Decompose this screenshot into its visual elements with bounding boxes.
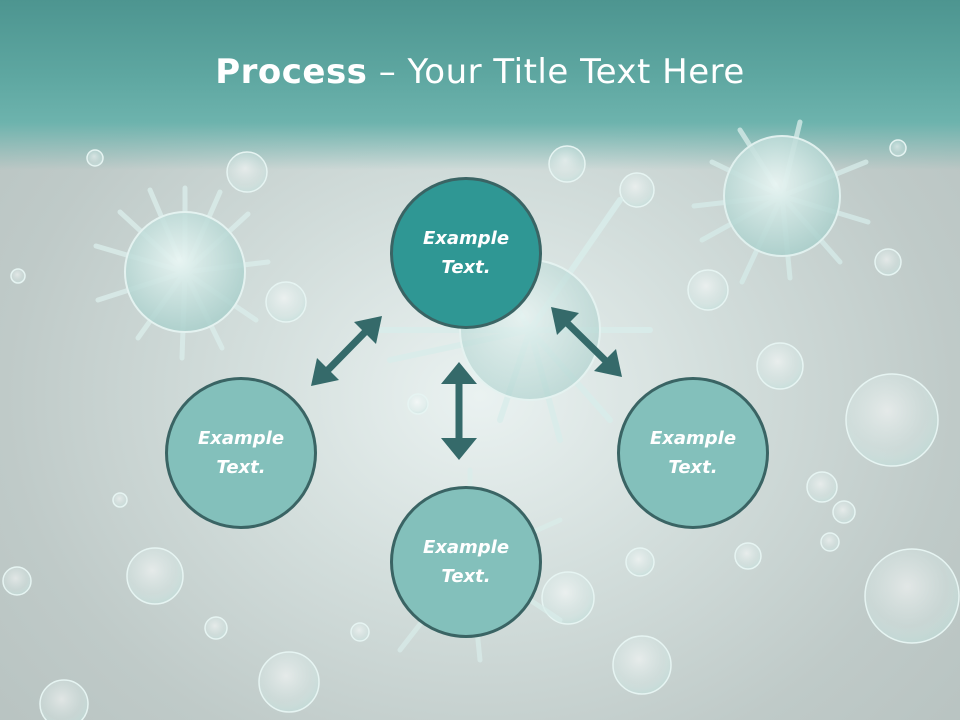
node-bottom-line2: Text. [441, 566, 491, 587]
node-top-line1: Example [422, 228, 510, 249]
node-left-line1: Example [197, 428, 285, 449]
arrow-vertical [441, 362, 477, 460]
process-node-bottom[interactable]: Example Text. [390, 486, 542, 638]
process-node-top[interactable]: Example Text. [390, 177, 542, 329]
node-left-line2: Text. [216, 457, 266, 478]
virus-body-icon [723, 135, 841, 257]
process-node-left[interactable]: Example Text. [165, 377, 317, 529]
title-rest: – Your Title Text Here [367, 52, 745, 92]
arrow-left-diagonal [311, 316, 382, 386]
virus-body-icon [124, 211, 246, 333]
process-node-left-text: Example Text. [198, 424, 284, 482]
node-bottom-line1: Example [422, 537, 510, 558]
arrow-right-diagonal [551, 307, 622, 377]
process-node-bottom-text: Example Text. [423, 533, 509, 591]
cell-bubble-icon [2, 139, 960, 720]
title-bold: Process [215, 52, 368, 92]
process-node-top-text: Example Text. [423, 224, 509, 282]
slide-title: Process – Your Title Text Here [0, 52, 960, 92]
node-right-line2: Text. [668, 457, 718, 478]
process-node-right[interactable]: Example Text. [617, 377, 769, 529]
node-right-line1: Example [649, 428, 737, 449]
node-top-line2: Text. [441, 257, 491, 278]
process-node-right-text: Example Text. [650, 424, 736, 482]
